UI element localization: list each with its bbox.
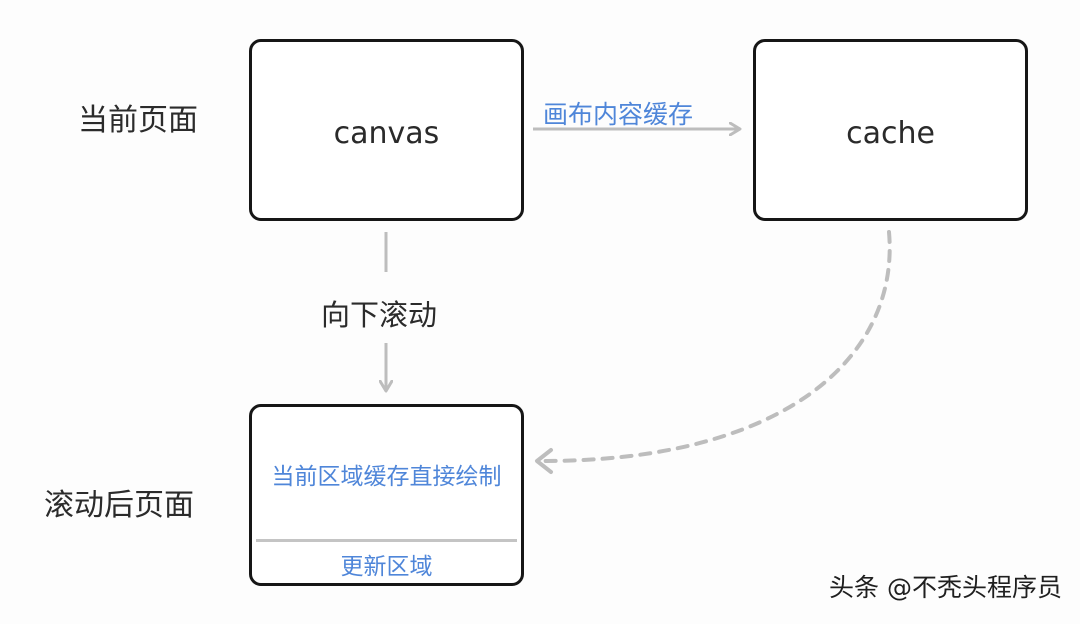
canvas-to-cache-label: 画布内容缓存 xyxy=(543,100,694,129)
canvas-box: canvas xyxy=(249,39,524,221)
scrolled-page-box: 当前区域缓存直接绘制 更新区域 xyxy=(249,404,524,586)
cache-label: cache xyxy=(846,116,935,151)
current-page-label: 当前页面 xyxy=(78,103,198,138)
canvas-label: canvas xyxy=(333,116,440,151)
cached-region-label: 当前区域缓存直接绘制 xyxy=(271,464,502,490)
watermark: 头条 @不秃头程序员 xyxy=(829,573,1062,602)
arrow-cache-to-region-head xyxy=(535,448,553,474)
arrow-cache-to-region xyxy=(538,230,892,464)
scroll-down-label: 向下滚动 xyxy=(321,298,438,332)
after-scroll-page-label: 滚动后页面 xyxy=(44,488,194,523)
region-divider xyxy=(256,539,517,542)
update-region-label: 更新区域 xyxy=(340,554,433,580)
cache-box: cache xyxy=(753,39,1028,221)
